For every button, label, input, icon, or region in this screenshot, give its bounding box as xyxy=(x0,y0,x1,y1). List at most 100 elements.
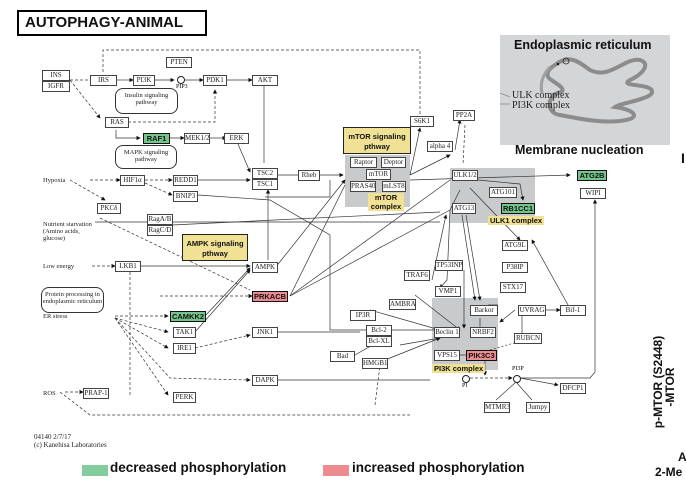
gene-lkb1[interactable]: LKB1 xyxy=(115,261,141,272)
gene-atg2b[interactable]: ATG2B xyxy=(577,170,607,181)
gene-bcl2[interactable]: Bcl-2 xyxy=(366,325,392,336)
pathway-insulin[interactable]: Insulin signaling pathway xyxy=(115,88,178,114)
gene-pten[interactable]: PTEN xyxy=(166,57,192,68)
gene-hif1a[interactable]: HIF1α xyxy=(120,175,145,186)
gene-deptor[interactable]: Deptor xyxy=(381,157,406,168)
gene-pik3c3[interactable]: PIK3C3 xyxy=(466,350,497,361)
gene-vps15[interactable]: VPS15 xyxy=(434,350,460,361)
gene-pdk1[interactable]: PDK1 xyxy=(203,75,227,86)
legend-label-decreased: decreased phosphorylation xyxy=(110,460,287,475)
gene-vmp1[interactable]: VMP1 xyxy=(435,286,461,297)
gene-ulk12[interactable]: ULK1/2 xyxy=(452,170,478,181)
gene-rheb[interactable]: Rheb xyxy=(298,170,320,181)
gene-nrbf2[interactable]: NRBF2 xyxy=(470,327,496,338)
gene-barkor[interactable]: Barkor xyxy=(470,305,498,316)
gene-bclxl[interactable]: Bcl-XL xyxy=(366,336,392,347)
compound-pi3p-label: PI3P xyxy=(512,366,524,372)
legend-label-increased: increased phosphorylation xyxy=(352,460,525,475)
gene-perk[interactable]: PERK xyxy=(173,392,196,403)
gene-ras[interactable]: RAS xyxy=(105,117,129,128)
compound-pip3-circle[interactable] xyxy=(177,76,185,84)
gene-alpha4[interactable]: alpha 4 xyxy=(427,141,453,152)
gene-mtmr3[interactable]: MTMR3 xyxy=(484,402,510,413)
gene-p38ip[interactable]: P38IP xyxy=(502,262,528,273)
er-title: Endoplasmic reticulum xyxy=(514,38,652,52)
stimulus-nutrient: Nutrient starvation (Amino acids, glucos… xyxy=(43,221,92,242)
gene-traf6[interactable]: TRAF6 xyxy=(404,270,430,281)
gene-ragab[interactable]: RagA/B xyxy=(147,214,173,225)
complex-label-mtor: mTOR complex xyxy=(368,193,404,211)
gene-tak1[interactable]: TAK1 xyxy=(173,327,196,338)
gene-bif1[interactable]: Bif-1 xyxy=(560,305,586,316)
gene-rubcn[interactable]: RUBCN xyxy=(514,333,542,344)
gene-irs[interactable]: IRS xyxy=(90,75,117,86)
gene-prkacb[interactable]: PRKACB xyxy=(252,291,288,302)
er-panel: Endoplasmic reticulum ULK complex PI3K c… xyxy=(500,35,670,145)
er-caption: Membrane nucleation xyxy=(515,143,644,157)
stimulus-ros: ROS xyxy=(43,390,56,397)
gene-atg13[interactable]: ATG13 xyxy=(452,203,476,214)
er-label-ulk: ULK complex xyxy=(512,90,570,101)
side-label-2me: 2-Me xyxy=(655,465,683,479)
gene-ambra1[interactable]: AMBRA1 xyxy=(389,299,416,310)
gene-mtor[interactable]: mTOR xyxy=(366,169,391,180)
gene-bnip3[interactable]: BNIP3 xyxy=(173,191,198,202)
gene-jumpy[interactable]: Jumpy xyxy=(526,402,550,413)
pathway-mtor[interactable]: mTOR signaling pthway xyxy=(343,127,411,154)
side-panel-fragment: I xyxy=(681,150,685,166)
gene-pp2a[interactable]: PP2A xyxy=(453,110,475,121)
footer-copyright: (c) Kanehisa Laboratories xyxy=(34,441,107,449)
side-label-a: A xyxy=(678,450,686,464)
pathway-mapk[interactable]: MAPK signaling pathway xyxy=(115,145,177,169)
stimulus-low-energy: Low energy xyxy=(43,263,75,270)
gene-stx17[interactable]: STX17 xyxy=(500,282,526,293)
gene-hmgb1[interactable]: HMGB1 xyxy=(362,358,388,369)
gene-pkcd[interactable]: PKCδ xyxy=(97,203,121,214)
gene-ins[interactable]: INS xyxy=(42,70,70,81)
gene-dapk[interactable]: DAPK xyxy=(252,375,278,386)
gene-jnk1[interactable]: JNK1 xyxy=(252,327,278,338)
gene-ragcd[interactable]: RagC/D xyxy=(147,225,173,236)
gene-atg101[interactable]: ATG101 xyxy=(489,187,517,198)
gene-rb1cc1[interactable]: RB1CC1 xyxy=(501,203,535,214)
gene-tp53inp2[interactable]: TP53INP2 xyxy=(435,260,463,271)
gene-akt[interactable]: AKT xyxy=(252,75,278,86)
gene-raptor[interactable]: Raptor xyxy=(350,157,377,168)
compound-pi3p-circle[interactable] xyxy=(513,375,521,383)
pathway-er-protein[interactable]: Protein processing in endoplasmic reticu… xyxy=(41,287,104,313)
stimulus-er-stress: ER stress xyxy=(43,313,68,320)
legend-swatch-increased xyxy=(323,465,349,476)
gene-ire1[interactable]: IRE1 xyxy=(173,343,196,354)
gene-dfcp1[interactable]: DFCP1 xyxy=(560,383,586,394)
compound-pi-label: PI xyxy=(462,383,468,389)
gene-raf1[interactable]: RAF1 xyxy=(143,133,170,144)
stimulus-hypoxia: Hypoxia xyxy=(43,177,66,184)
gene-beclin1[interactable]: Beclin 1 xyxy=(434,327,460,338)
compound-pip3-label: PIP3 xyxy=(176,84,188,90)
gene-s6k1[interactable]: S6K1 xyxy=(410,116,434,127)
gene-prap1[interactable]: PRAP-1 xyxy=(83,388,109,399)
gene-redd1[interactable]: REDD1 xyxy=(173,175,198,186)
gene-bad[interactable]: Bad xyxy=(330,351,355,362)
pathway-ampk[interactable]: AMPK signaling pthway xyxy=(182,234,248,261)
gene-pi3k[interactable]: PI3K xyxy=(133,75,155,86)
gene-mlst8[interactable]: mLST8 xyxy=(382,181,406,192)
compound-pi-circle[interactable] xyxy=(462,375,470,383)
side-label-mtor: -MTOR xyxy=(663,367,677,407)
gene-ip3r[interactable]: IP3R xyxy=(350,310,376,321)
gene-atg9l[interactable]: ATG9L xyxy=(502,240,528,251)
footer-id-date: 04140 2/7/17 xyxy=(34,433,72,441)
gene-mek12[interactable]: MEK1/2 xyxy=(184,133,210,144)
gene-igfr[interactable]: IGFR xyxy=(42,81,70,92)
er-membrane-shape xyxy=(500,57,654,124)
gene-wipi[interactable]: WIPI xyxy=(580,188,606,199)
gene-ampk[interactable]: AMPK xyxy=(252,262,278,273)
gene-camkk2[interactable]: CAMKK2 xyxy=(170,311,206,322)
gene-tsc1[interactable]: TSC1 xyxy=(252,179,278,190)
gene-pras40[interactable]: PRAS40 xyxy=(350,181,376,192)
gene-uvrag[interactable]: UVRAG xyxy=(518,305,546,316)
gene-erk[interactable]: ERK xyxy=(224,133,249,144)
gene-tsc2[interactable]: TSC2 xyxy=(252,168,278,179)
complex-label-ulk1: ULK1 complex xyxy=(488,216,545,225)
